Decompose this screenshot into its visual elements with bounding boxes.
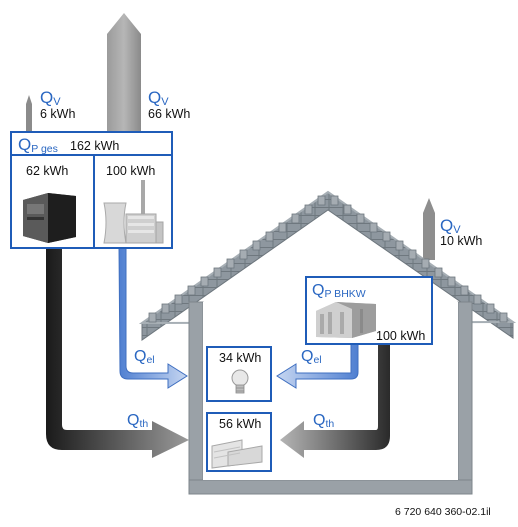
- qp-total-label: QP ges: [18, 135, 58, 155]
- light-bulb-icon: [231, 369, 249, 394]
- heat-flow-arrow-right: [280, 343, 390, 458]
- boiler-icon: [23, 193, 76, 243]
- qv-house-label: QV: [440, 216, 461, 236]
- small-exhaust-arrow: [26, 95, 32, 140]
- qp-chp-label: QP BHKW: [312, 282, 366, 300]
- qv-house-value: 10 kWh: [440, 234, 482, 248]
- electric-flow-arrow-left: [118, 246, 188, 389]
- house-exhaust-arrow: [423, 198, 435, 260]
- power-plant-icon: [103, 180, 164, 244]
- figure-code: 6 720 640 360-02.1il: [395, 506, 491, 518]
- large-exhaust-arrow: [107, 13, 141, 140]
- chp-value: 100 kWh: [376, 329, 425, 343]
- house-walls: [188, 301, 473, 495]
- chp-unit-icon: [316, 302, 376, 338]
- qel-left-label: Qel: [134, 348, 155, 366]
- qth-right-label: Qth: [313, 412, 334, 430]
- boiler-value: 62 kWh: [26, 164, 68, 178]
- heat-flow-arrow-left: [46, 247, 189, 458]
- qv-large-label: QV: [148, 88, 169, 108]
- qv-small-label: QV: [40, 88, 61, 108]
- heat-value: 56 kWh: [219, 417, 261, 431]
- radiator-icon: [211, 439, 263, 469]
- electric-flow-arrow-right: [276, 342, 359, 389]
- qp-total-value: 162 kWh: [70, 139, 119, 153]
- house-roof: [138, 190, 517, 341]
- qv-small-value: 6 kWh: [40, 107, 75, 121]
- power-plant-value: 100 kWh: [106, 164, 155, 178]
- electric-value: 34 kWh: [219, 351, 261, 365]
- qel-right-label: Qel: [301, 348, 322, 366]
- qv-large-value: 66 kWh: [148, 107, 190, 121]
- qth-left-label: Qth: [127, 412, 148, 430]
